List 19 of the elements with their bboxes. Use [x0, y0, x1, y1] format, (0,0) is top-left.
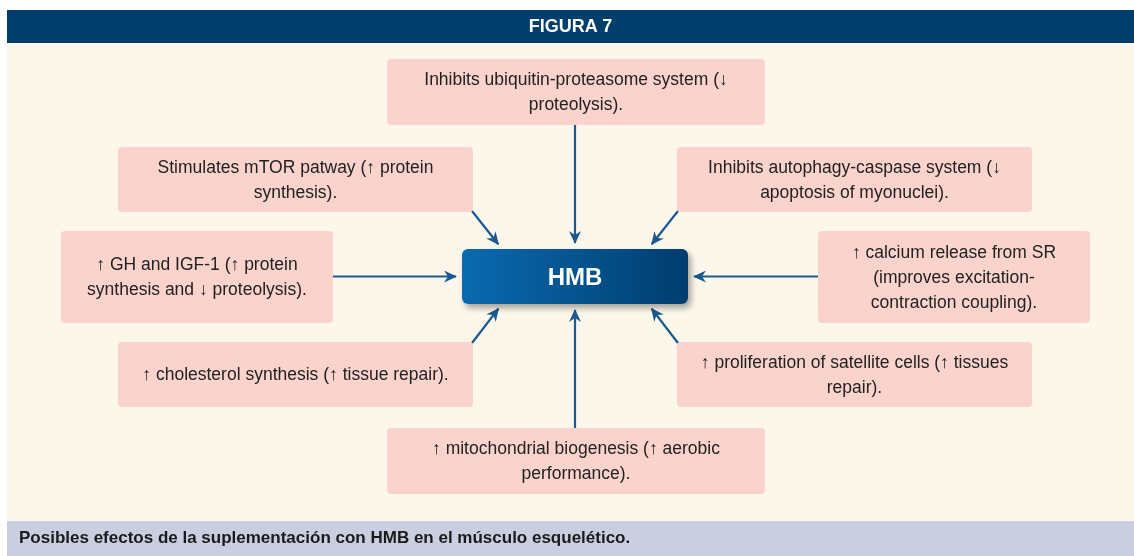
effect-box: ↑ cholesterol synthesis (↑ tissue repair).: [118, 342, 473, 407]
caption: Posibles efectos de la suplementación con HMB en el músculo esquelético.: [19, 528, 631, 548]
effect-box: ↑ calcium release from SR (improves excitation-contraction coupling).: [818, 231, 1090, 323]
effect-box: Inhibits ubiquitin-proteasome system (↓ proteolysis).: [387, 59, 765, 125]
figure-title: FIGURA 7: [7, 10, 1134, 43]
arrow: [332, 270, 457, 283]
effect-box: Inhibits autophagy-caspase system (↓ apoptosis of myonuclei).: [677, 147, 1032, 212]
arrow: [471, 210, 500, 246]
arrow: [650, 307, 679, 344]
effect-box: ↑ GH and IGF-1 (↑ protein synthesis and ↓ proteolysis).: [61, 231, 333, 323]
effect-box: ↑ mitochondrial biogenesis (↑ aerobic performance).: [387, 428, 765, 494]
effect-box: ↑ proliferation of satellite cells (↑ tissues repair).: [677, 342, 1032, 407]
central-box: HMB: [462, 249, 688, 304]
effect-box: Stimulates mTOR patway (↑ protein synthesis).: [118, 147, 473, 212]
arrow: [471, 307, 500, 344]
arrow: [693, 270, 819, 283]
arrow: [569, 124, 581, 244]
arrow: [650, 210, 679, 246]
arrow: [569, 309, 581, 429]
